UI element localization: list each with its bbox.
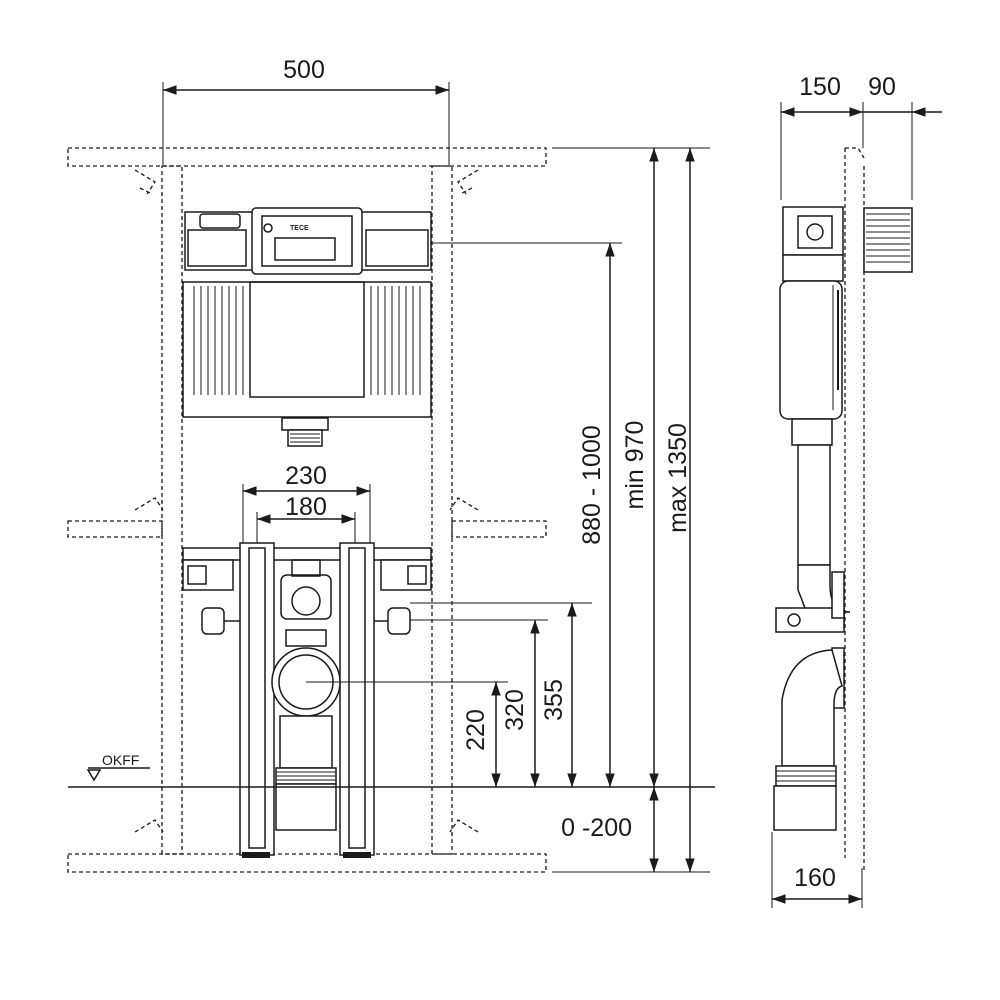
dim-880-1000: 880 - 1000 (578, 243, 615, 787)
side-bracket-plate-top (831, 571, 845, 619)
side-drain-elbow (781, 649, 843, 767)
side-actuator (863, 207, 913, 273)
supply-socket (280, 574, 332, 620)
floor-label: OKFF (102, 752, 139, 768)
dim-180-label: 180 (285, 493, 327, 521)
side-wall (844, 147, 865, 872)
dim-160-label: 160 (794, 864, 836, 892)
dim-230: 230 (242, 462, 371, 543)
bracket-left-clamp (182, 559, 234, 591)
dim-max-1350-label: max 1350 (664, 423, 692, 533)
brand-mark: TECE (290, 225, 309, 232)
cistern-ribs-right (370, 286, 421, 395)
left-stud (161, 165, 183, 855)
drain-bend-lower (275, 783, 337, 831)
cistern-panel-left (187, 229, 247, 267)
dim-220-label: 220 (462, 709, 490, 751)
dim-180: 180 (256, 493, 356, 543)
dim-355: 355 (540, 603, 577, 787)
side-head-inner (797, 215, 833, 249)
cistern-valve-left (199, 213, 241, 229)
dim-320: 320 (501, 620, 540, 787)
dim-500-label: 500 (283, 56, 325, 84)
side-flush-pipe (797, 444, 831, 566)
bracket-right-clamp (380, 559, 432, 591)
dim-90: 90 (863, 73, 942, 200)
left-rail-foot (242, 852, 270, 858)
dim-320-label: 320 (501, 689, 529, 731)
bottom-beam (67, 853, 547, 873)
dim-230-label: 230 (285, 462, 327, 490)
clamp-bolt-left (187, 565, 207, 585)
dim-0-200: 0 -200 (561, 787, 659, 872)
right-stud (431, 165, 453, 855)
dim-150: 150 (780, 73, 864, 200)
dim-0-200-label: 0 -200 (561, 814, 632, 842)
dim-min-970: min 970 (621, 148, 659, 787)
drain-collar (285, 629, 327, 647)
supply-fitting (291, 559, 321, 577)
flush-plate-frame (251, 207, 363, 275)
left-rail-inner (248, 547, 266, 849)
bracket-mr (449, 497, 479, 511)
dim-160: 160 (771, 832, 863, 908)
cistern-ribs-left (193, 286, 244, 395)
wc-bracket (182, 542, 432, 858)
side-view (773, 147, 913, 872)
clamp-bolt-right (407, 565, 427, 585)
bracket-br (449, 819, 479, 833)
dim-max-1350: max 1350 (664, 148, 695, 872)
side-drain-outlet (773, 785, 837, 831)
flush-plate-inner (261, 215, 353, 267)
drain-pipe-body (279, 715, 333, 769)
dim-150-label: 150 (799, 73, 841, 101)
anchor-right (387, 607, 411, 635)
plate-mechanism (274, 237, 336, 261)
side-cistern-neck (782, 254, 844, 282)
right-rail-inner (348, 547, 366, 849)
side-pipe-collar (791, 418, 833, 446)
dim-500: 500 (162, 56, 450, 165)
left-crossbar (67, 520, 163, 538)
cistern-tank (182, 281, 432, 418)
dim-220: 220 (462, 682, 501, 787)
wall-framing (67, 147, 547, 873)
right-crossbar (451, 520, 547, 538)
bracket-bl (134, 819, 164, 833)
bracket-crossbar (182, 547, 432, 561)
floor-symbol (86, 769, 102, 782)
dim-90-label: 90 (868, 73, 896, 101)
anchor-left (201, 607, 225, 635)
dim-min-970-label: min 970 (621, 421, 649, 510)
left-rail (239, 542, 275, 856)
top-beam (67, 147, 547, 167)
cistern-window (249, 281, 365, 398)
flush-outlet-top (281, 417, 329, 431)
plate-screw-left (263, 223, 273, 233)
bracket-tl (134, 169, 156, 195)
bracket-tr (457, 169, 479, 195)
cistern: TECE (182, 207, 432, 447)
right-rail-foot (343, 852, 371, 858)
dim-880-1000-label: 880 - 1000 (578, 425, 606, 545)
cistern-panel-right (365, 229, 429, 267)
supply-inlet (291, 586, 321, 616)
side-cistern-head (782, 206, 844, 256)
right-rail (339, 542, 375, 856)
dim-355-label: 355 (540, 679, 568, 721)
bracket-ml (134, 497, 164, 511)
